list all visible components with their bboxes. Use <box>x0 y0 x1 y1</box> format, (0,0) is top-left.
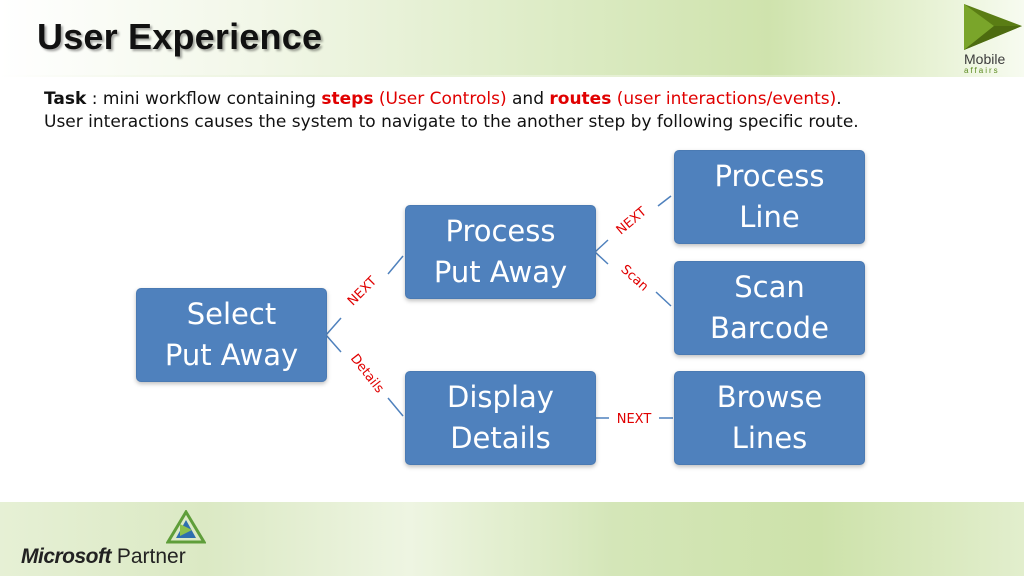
node-scan-barcode-line2: Barcode <box>710 311 829 345</box>
task-label: Task <box>44 89 87 109</box>
microsoft-partner-emblem-icon <box>166 510 206 544</box>
node-process-put-away-line1: Process <box>445 214 556 248</box>
node-process-line-line2: Line <box>739 200 800 234</box>
edge-label-select-details: Details <box>347 351 387 396</box>
microsoft-brand: Microsoft <box>21 545 112 568</box>
microsoft-partner-label: Microsoft Partner <box>21 545 186 569</box>
partner-suffix: Partner <box>111 545 186 568</box>
page-title: User Experience <box>37 16 323 57</box>
task-routes-desc: (user interactions/events) <box>611 89 837 109</box>
node-select-put-away-line1: Select <box>186 297 277 331</box>
connector-process-branch <box>594 239 609 265</box>
mobile-affairs-logo-icon <box>964 4 1022 50</box>
connector-process-to-scan <box>655 291 672 307</box>
connector-select-to-process <box>387 255 404 275</box>
edge-label-select-next: NEXT <box>345 274 380 309</box>
node-browse-lines-line1: Browse <box>716 380 823 414</box>
node-scan-barcode-line1: Scan <box>734 270 805 304</box>
node-display-details-line2: Details <box>450 421 551 455</box>
task-steps-desc: (User Controls) <box>373 89 507 109</box>
task-description: Task : mini workflow containing steps (U… <box>44 88 874 134</box>
node-process-line-line1: Process <box>714 159 825 193</box>
connector-process-to-line <box>657 195 672 207</box>
edge-label-display-next: NEXT <box>617 412 652 427</box>
connector-select-to-display <box>387 397 404 417</box>
edge-label-process-scan: Scan <box>618 262 652 294</box>
task-intro: : mini workflow containing <box>86 89 322 109</box>
task-steps-word: steps <box>321 89 374 109</box>
edge-label-process-next: NEXT <box>614 204 650 238</box>
task-and-word: and <box>506 89 550 109</box>
task-routes-word: routes <box>549 89 612 109</box>
connector-select-branch <box>325 317 342 353</box>
logo-tagline: affairs <box>964 66 1000 75</box>
node-browse-lines-line2: Lines <box>731 421 808 455</box>
task-rest: . User interactions causes the system to… <box>44 89 859 132</box>
logo-name: Mobile <box>964 51 1006 67</box>
node-select-put-away-line2: Put Away <box>164 338 299 372</box>
header-band <box>0 0 1024 77</box>
node-process-put-away-line2: Put Away <box>433 255 568 289</box>
node-display-details-line1: Display <box>447 380 554 414</box>
